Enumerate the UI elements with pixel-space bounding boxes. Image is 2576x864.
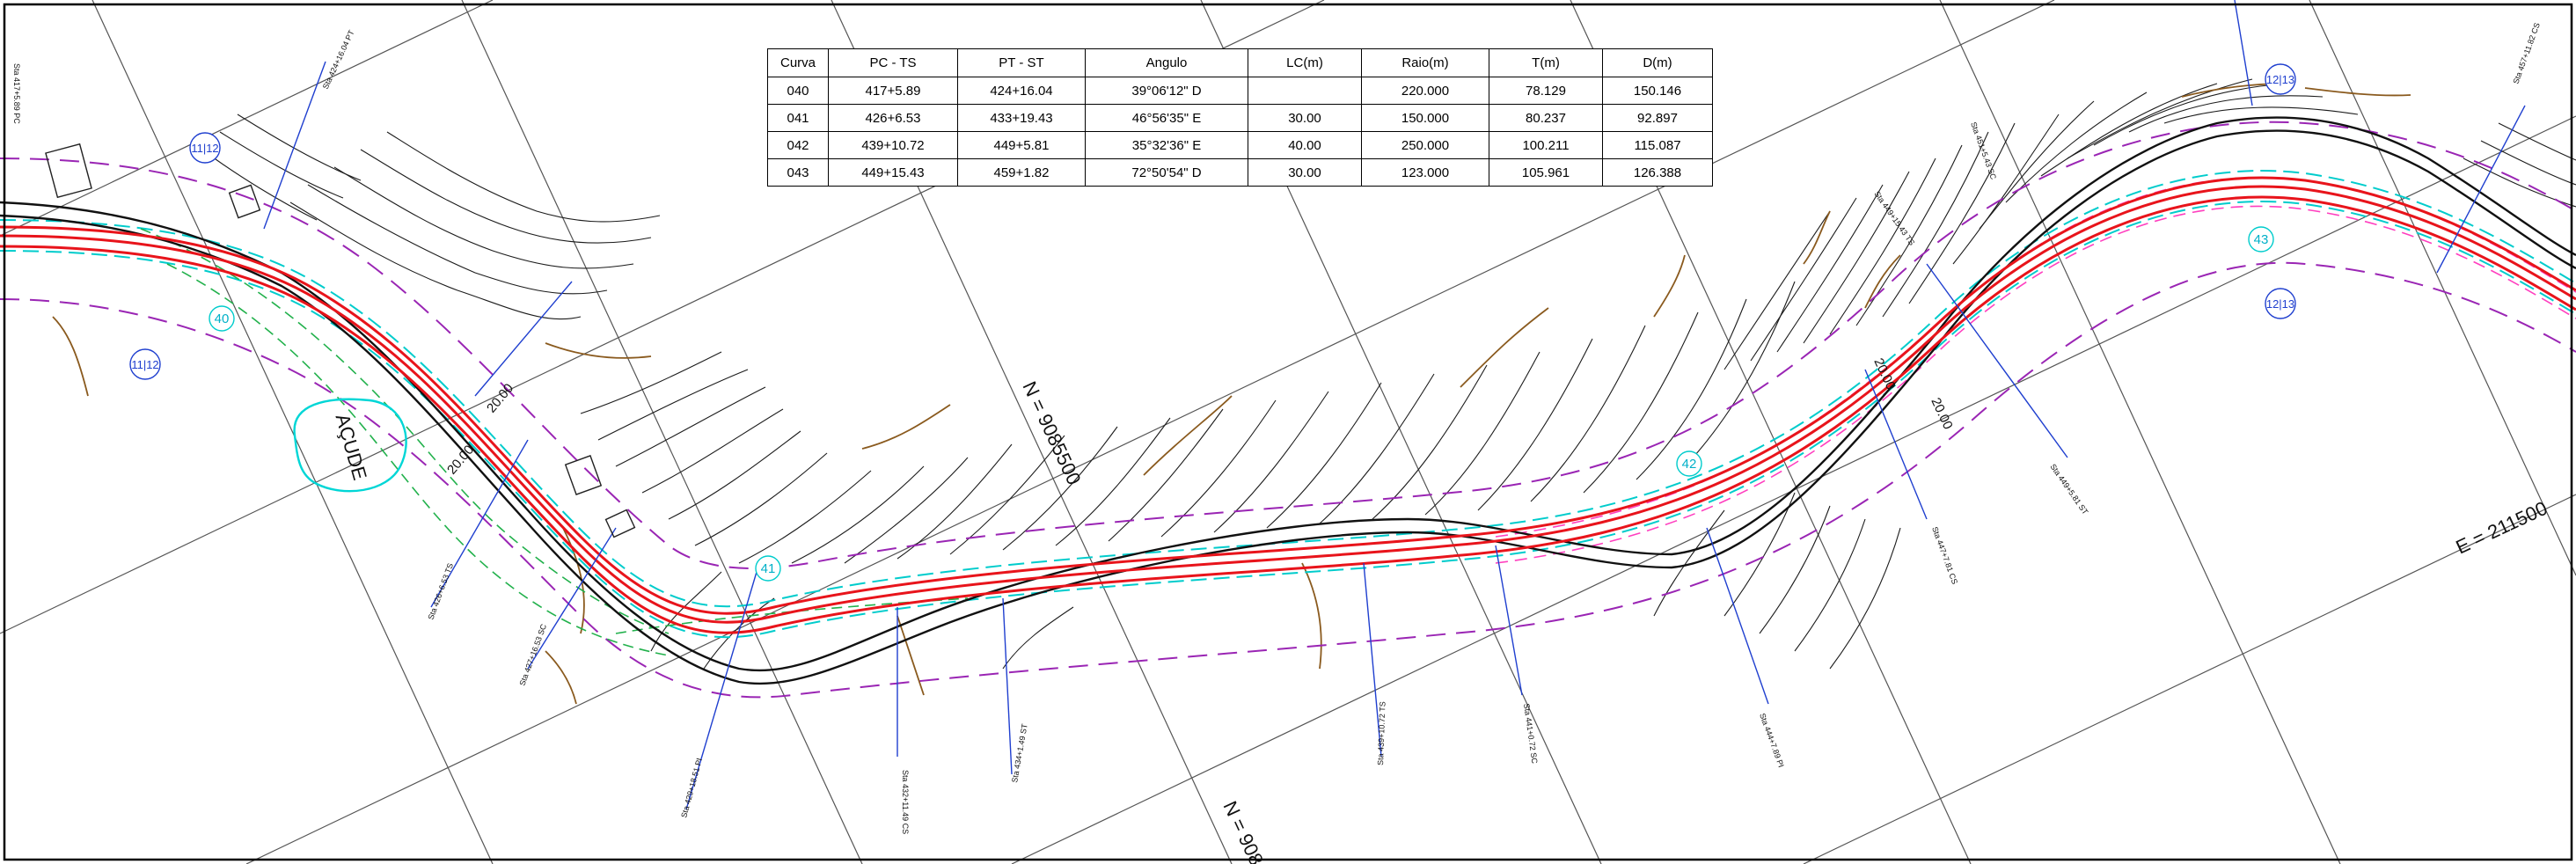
table-cell: 449+15.43 [828, 158, 958, 187]
terrain-contours [201, 78, 2576, 670]
table-cell: 150.000 [1361, 104, 1489, 132]
table-cell: 220.000 [1361, 77, 1489, 105]
table-cell: 39°06'12" D [1085, 77, 1248, 105]
header-raio: Raio(m) [1361, 48, 1489, 77]
sheet-marker: 11|12 [189, 132, 221, 164]
table-row: 041 426+6.53 433+19.43 46°56'35" E 30.00… [767, 104, 1713, 132]
table-cell: 439+10.72 [828, 131, 958, 159]
station-label: Sta 417+5.89 PC [12, 63, 21, 124]
station-label: Sta 444+7.89 PI [1758, 712, 1786, 768]
curve-table-header: Curva PC - TS PT - ST Angulo LC(m) Raio(… [767, 48, 1713, 77]
curve-table: Curva PC - TS PT - ST Angulo LC(m) Raio(… [767, 48, 1713, 187]
station-circle-label: 41 [761, 561, 776, 576]
table-cell: 92.897 [1602, 104, 1713, 132]
station-label: Sta 426+6.53 TS [426, 562, 455, 621]
pond-outline [293, 398, 407, 493]
sheet-markers: 11|12 11|12 12|13 12|13 [129, 63, 2296, 380]
table-cell: 150.146 [1602, 77, 1713, 105]
header-t: T(m) [1489, 48, 1603, 77]
station-label: Sta 441+0.72 SC [1522, 703, 1540, 765]
sheet-marker-label: 11|12 [131, 358, 158, 371]
station-label: Sta 429+18.51 PI [679, 757, 704, 818]
table-cell: 041 [767, 104, 829, 132]
station-circle-label: 42 [1682, 457, 1697, 472]
table-cell: 433+19.43 [957, 104, 1086, 132]
table-cell: 80.237 [1489, 104, 1603, 132]
header-pt-st: PT - ST [957, 48, 1086, 77]
table-cell: 042 [767, 131, 829, 159]
header-angulo: Angulo [1085, 48, 1248, 77]
table-cell: 30.00 [1248, 104, 1362, 132]
project-axis [0, 176, 2576, 634]
table-cell: 417+5.89 [828, 77, 958, 105]
sheet-marker: 12|13 [2265, 288, 2296, 319]
width-labels: 20.00 20.00 20.00 20.00 [444, 356, 1956, 478]
station-label: Sta 427+16.53 SC [517, 622, 548, 686]
offset-lines [0, 170, 2576, 639]
station-label: Sta 449+5.81 ST [2048, 462, 2089, 516]
sheet-marker-label: 12|13 [2266, 297, 2294, 311]
header-pc-ts: PC - TS [828, 48, 958, 77]
width-label: 20.00 [1928, 396, 1955, 432]
domain-lines [0, 121, 2576, 699]
table-cell: 426+6.53 [828, 104, 958, 132]
table-cell: 040 [767, 77, 829, 105]
table-cell: 250.000 [1361, 131, 1489, 159]
table-cell: 40.00 [1248, 131, 1362, 159]
table-row: 040 417+5.89 424+16.04 39°06'12" D 220.0… [767, 77, 1713, 105]
station-label: Sta 434+1.49 ST [1010, 722, 1029, 783]
station-label: Sta 424+16.04 PT [321, 28, 356, 91]
header-lc: LC(m) [1248, 48, 1362, 77]
header-curva: Curva [767, 48, 829, 77]
sheet-frame [3, 3, 2573, 861]
north-grid-label-partial: N = 908 [1218, 798, 1267, 864]
station-label: Sta 447+7.81 CS [1930, 525, 1959, 585]
station-circle: 42 [1676, 450, 1702, 477]
table-cell: 459+1.82 [957, 158, 1086, 187]
sheet-marker-label: 12|13 [2266, 73, 2294, 86]
existing-road [0, 116, 2576, 685]
station-circle-label: 43 [2254, 232, 2269, 247]
station-circle: 41 [755, 555, 781, 582]
table-cell: 115.087 [1602, 131, 1713, 159]
table-cell: 78.129 [1489, 77, 1603, 105]
table-cell: 105.961 [1489, 158, 1603, 187]
table-cell: 72°50'54" D [1085, 158, 1248, 187]
station-label: Sta 432+11.49 CS [901, 770, 910, 834]
pond: AÇUDE [293, 398, 407, 493]
sheet-marker: 12|13 [2265, 63, 2296, 95]
station-circle-label: 40 [215, 311, 230, 326]
station-lines [263, 0, 2526, 810]
table-cell [1248, 77, 1362, 105]
width-label: 20.00 [484, 381, 516, 416]
table-cell: 35°32'36" E [1085, 131, 1248, 159]
table-cell: 30.00 [1248, 158, 1362, 187]
table-cell: 043 [767, 158, 829, 187]
north-grid-label: N = 9085500 [1018, 378, 1085, 488]
header-d: D(m) [1602, 48, 1713, 77]
sheet-marker-label: 11|12 [191, 142, 218, 155]
table-cell: 126.388 [1602, 158, 1713, 187]
table-cell: 123.000 [1361, 158, 1489, 187]
station-label: Sta 451+5.43 SC [1969, 121, 1998, 181]
table-cell: 424+16.04 [957, 77, 1086, 105]
buildings [45, 143, 636, 538]
station-circle: 43 [2248, 226, 2274, 253]
east-grid-label: E = 211500 [2453, 497, 2551, 559]
station-circle: 40 [209, 305, 235, 332]
station-label: Sta 457+11.82 CS [2511, 22, 2541, 85]
table-cell: 449+5.81 [957, 131, 1086, 159]
table-cell: 100.211 [1489, 131, 1603, 159]
table-row: 042 439+10.72 449+5.81 35°32'36" E 40.00… [767, 131, 1713, 159]
sheet-marker: 11|12 [129, 348, 161, 380]
table-cell: 46°56'35" E [1085, 104, 1248, 132]
table-row: 043 449+15.43 459+1.82 72°50'54" D 30.00… [767, 158, 1713, 187]
station-label: Sta 439+10.72 TS [1376, 701, 1387, 765]
station-circles: 40 41 42 43 [209, 226, 2274, 582]
